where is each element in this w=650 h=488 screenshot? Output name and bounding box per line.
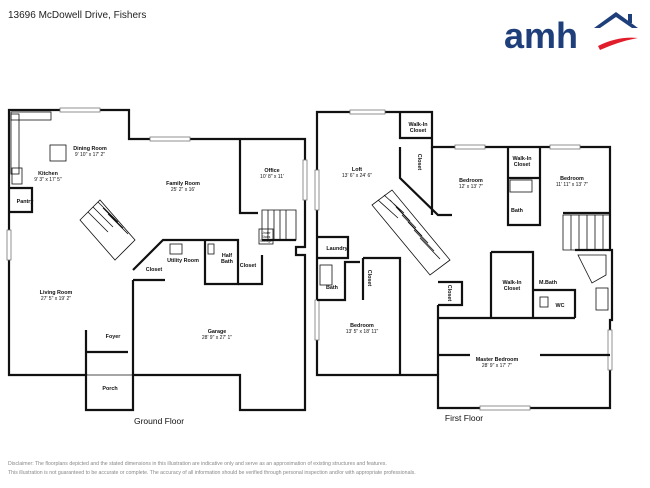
family-label: Family Room: [166, 181, 200, 187]
walkin-top-label-2: Closet: [410, 128, 427, 134]
bath-left-tub: [319, 264, 333, 286]
half-bath-toilet: [207, 243, 215, 255]
utility-wall: [132, 238, 240, 286]
walkin-master-label-2: Closet: [504, 286, 521, 292]
closet-small-label: Closet: [446, 285, 452, 302]
walkin-top-wall: [398, 112, 432, 140]
bedroom-c-label: Bedroom: [350, 323, 374, 329]
laundry-label: Laundry: [326, 246, 347, 252]
living-label: Living Room: [40, 290, 73, 296]
walkin-right-label-2: Closet: [514, 162, 531, 168]
logo-roof-icon: [594, 12, 638, 28]
window: [549, 144, 581, 150]
closet-label: Closet: [146, 267, 163, 273]
ground-floor-plan: Kitchen 9' 3" x 17' 5" Dining Room 9' 10…: [6, 107, 308, 426]
window: [607, 329, 613, 371]
bedroom-b-label: Bedroom: [560, 176, 584, 182]
walkin-master-label: Walk-In: [503, 280, 522, 286]
wc-wall: [533, 288, 577, 318]
closet-left-label: Closet: [366, 270, 372, 287]
wc-toilet: [539, 296, 549, 308]
bedroom-c-dims: 13' 5" x 18' 11": [346, 329, 379, 335]
dining-dims: 9' 10" x 17' 2": [75, 152, 105, 158]
first-stairs: [371, 189, 611, 276]
first-floor-title: First Floor: [445, 413, 483, 423]
garage-dims: 28' 9" x 27' 1": [202, 335, 232, 341]
under-stairs-label-3: Storage: [260, 239, 272, 243]
master-dims: 28' 9" x 17' 7": [482, 363, 512, 369]
property-address: 13696 McDowell Drive, Fishers: [8, 10, 147, 21]
dining-label: Dining Room: [73, 146, 107, 152]
wc-label: WC: [556, 303, 565, 309]
logo-chimney: [628, 14, 632, 23]
logo-text: amh: [504, 15, 578, 54]
garage-wall: [131, 238, 296, 375]
bath-left-wall: [317, 260, 360, 302]
bath-left-label: Bath: [326, 285, 338, 291]
mbath-tub: [577, 254, 607, 284]
half-bath-label-2: Bath: [221, 259, 233, 265]
walkin-top-label: Walk-In: [409, 122, 428, 128]
closet-small-wall: [438, 280, 464, 307]
bedroom-a-label: Bedroom: [459, 178, 483, 184]
loft-diagonal-wall: [398, 147, 452, 217]
disclaimer-line-2: This illustration is not guaranteed to b…: [8, 470, 416, 476]
mbath-label: M.Bath: [539, 280, 557, 286]
first-floor-plan: Loft 13' 6" x 24' 6" Walk-In Closet Clos…: [314, 109, 614, 423]
loft-label: Loft: [352, 167, 362, 173]
ground-stairs: [79, 199, 297, 261]
ground-floor-title: Ground Floor: [134, 416, 184, 426]
utility-appliance: [169, 243, 183, 255]
half-bath-label: Half: [222, 253, 232, 259]
living-dims: 27' 5" x 19' 2": [41, 296, 71, 302]
porch-label: Porch: [102, 386, 117, 392]
first-exterior-wall: [315, 110, 614, 410]
window: [349, 109, 386, 115]
window: [314, 169, 320, 211]
window: [314, 299, 320, 341]
window: [149, 136, 191, 142]
master-top-wall: [436, 305, 575, 375]
bath-mid-label: Bath: [511, 208, 523, 214]
bedroom-a-dims: 12' x 13' 7": [459, 184, 483, 190]
office-label: Office: [264, 168, 279, 174]
bedroom-c-wall: [361, 256, 402, 375]
disclaimer-line-1: Disclaimer: The floorplans depicted and …: [8, 461, 387, 467]
kitchen-pantry-wall: [9, 186, 34, 214]
closet-label: Closet: [240, 263, 257, 269]
utility-label: Utility Room: [167, 258, 199, 264]
window: [6, 229, 12, 261]
under-stairs-label-2: Stairs: [262, 235, 271, 239]
kitchen-counters: [10, 111, 67, 185]
office-dims: 10' 8" x 11': [260, 174, 284, 180]
window: [59, 107, 101, 113]
office-wall: [238, 139, 258, 215]
garage-label: Garage: [208, 329, 227, 335]
loft-dims: 13' 6" x 24' 6": [342, 173, 372, 179]
foyer-label: Foyer: [106, 334, 122, 340]
walkin-master-wall: [489, 250, 535, 318]
laundry-wall: [317, 235, 350, 260]
kitchen-label: Kitchen: [38, 171, 58, 177]
bath-mid-tub: [509, 179, 533, 193]
pantry-label: Pantry: [17, 199, 34, 205]
closet-vertical-label: Closet: [416, 154, 422, 171]
mbath-shower: [595, 287, 609, 311]
family-dims: 25' 2" x 16': [171, 187, 195, 193]
bedroom-a-wall: [430, 147, 542, 227]
under-stairs-label: Under: [261, 231, 271, 235]
porch-outline: [85, 374, 133, 410]
ground-exterior-wall: [7, 108, 307, 412]
kitchen-dims: 9' 3" x 17' 5": [34, 177, 62, 183]
bedroom-b-dims: 11' 11" x 13' 7": [556, 182, 588, 188]
window: [454, 144, 486, 150]
master-label: Master Bedroom: [476, 357, 519, 363]
amh-logo: amh: [504, 12, 638, 54]
window: [479, 405, 531, 411]
logo-swoosh-icon: [598, 37, 638, 50]
foyer-wall: [84, 330, 128, 375]
window: [302, 159, 308, 201]
walkin-right-label: Walk-In: [513, 156, 532, 162]
